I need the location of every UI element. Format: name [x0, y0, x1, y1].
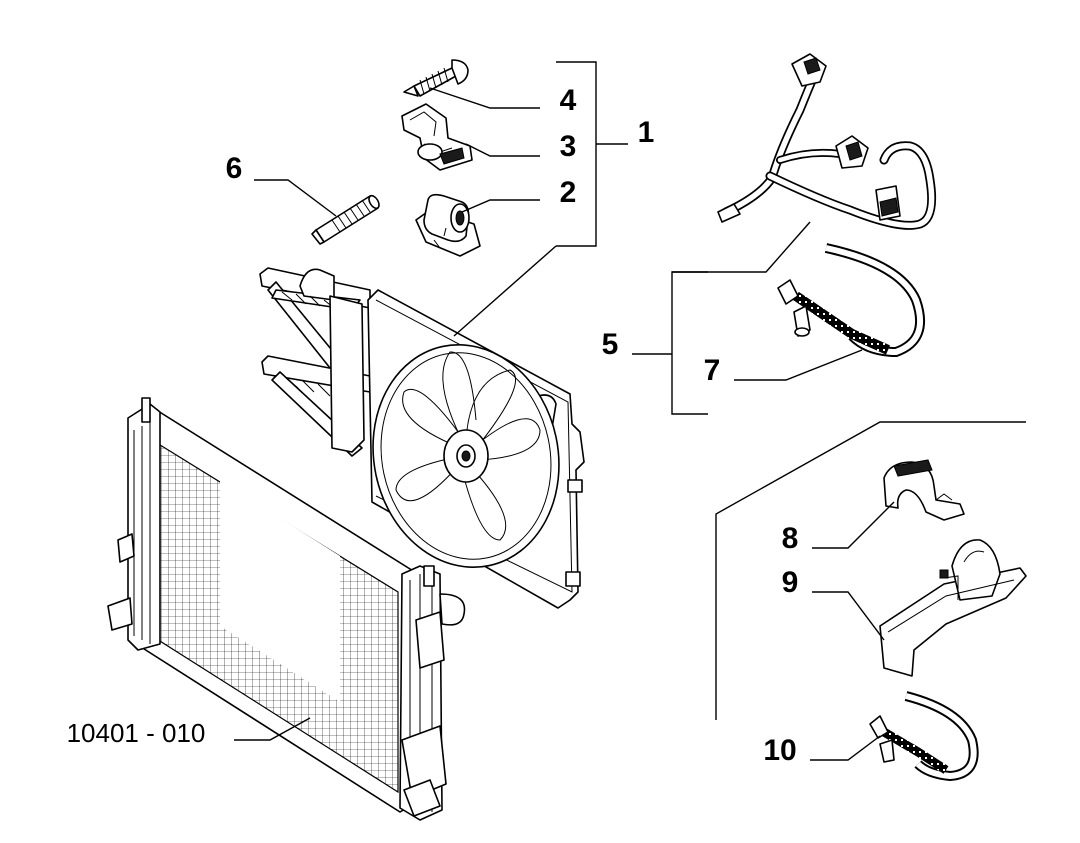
bracket-part-9 — [879, 539, 1027, 677]
callout-2: 2 — [560, 176, 577, 209]
clamp-part-8 — [883, 459, 965, 521]
callout-6: 6 — [226, 152, 243, 185]
leader-lines — [234, 61, 1026, 761]
clip-part-3 — [401, 103, 473, 171]
wiring-harness-part-5 — [717, 53, 937, 230]
callout-4: 4 — [560, 84, 577, 117]
callout-10: 10 — [763, 734, 796, 767]
callout-5: 5 — [602, 328, 619, 361]
cable-tie-part-7 — [777, 243, 925, 358]
fan-shroud-part-1 — [259, 267, 585, 609]
stud-part-6 — [311, 194, 380, 245]
callout-7: 7 — [704, 354, 721, 387]
cable-tie-part-10 — [869, 691, 979, 782]
callout-9: 9 — [782, 566, 799, 599]
callout-8: 8 — [782, 522, 799, 555]
callout-1: 1 — [638, 116, 655, 149]
drawing-reference: 10401 - 010 — [67, 718, 206, 748]
screw-part-4 — [403, 59, 469, 97]
callout-3: 3 — [560, 130, 577, 163]
radiator — [107, 397, 466, 821]
bracket-part-2 — [415, 193, 481, 257]
